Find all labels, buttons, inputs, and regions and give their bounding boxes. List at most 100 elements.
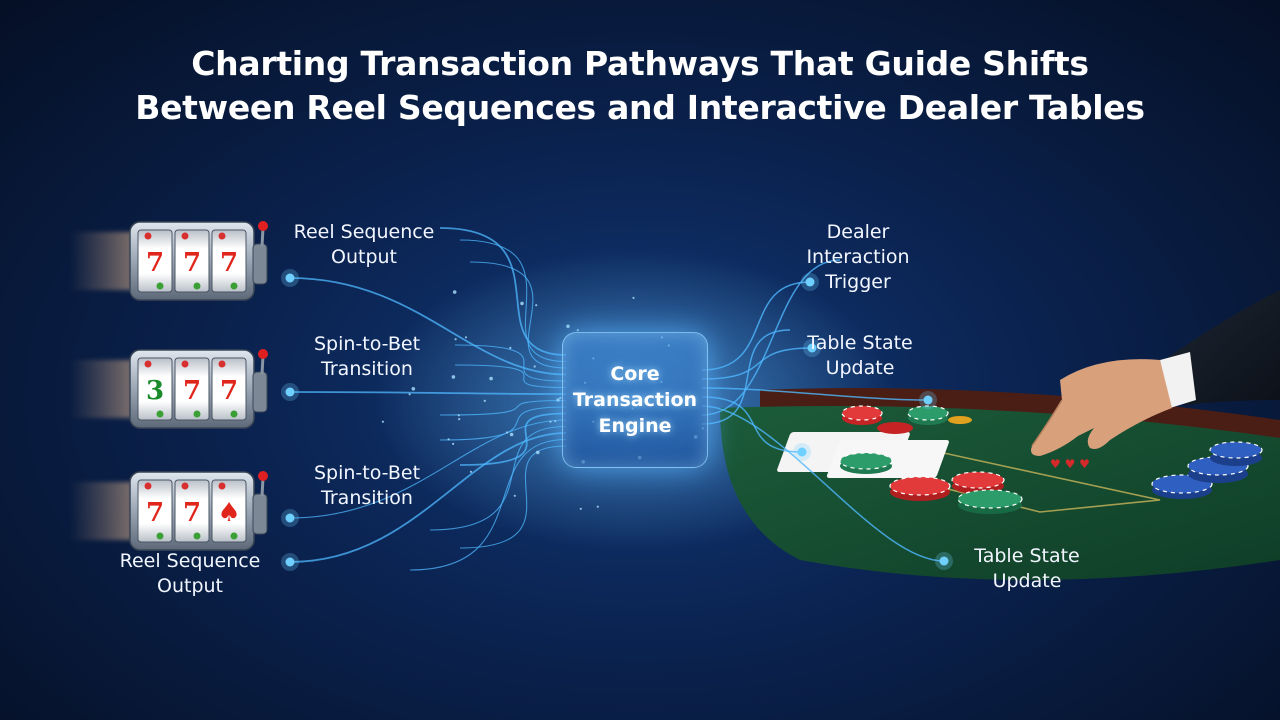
flow-line: [701, 405, 945, 562]
particle-dot: [536, 450, 540, 455]
input-label-line: Transition: [321, 487, 413, 509]
output-label-line: Dealer: [826, 221, 890, 243]
poker-chip-icon: [839, 405, 1263, 514]
particle-dot: [535, 304, 538, 307]
particle-dot: [576, 329, 579, 332]
flow-line: [459, 239, 567, 363]
flow-line: [701, 329, 791, 425]
particle-dot: [549, 420, 552, 423]
slot-reel-symbol: 7: [183, 376, 201, 406]
input-label-line: Spin-to-Bet: [313, 333, 421, 355]
dealer-hand-icon: [1031, 290, 1280, 456]
reel-fruit-bottom: [230, 410, 238, 418]
particle-dot: [566, 324, 570, 329]
slot-lever-knob: [258, 221, 268, 231]
flow-line: [701, 347, 813, 380]
flow-line: [454, 364, 567, 389]
slot-reel: [137, 357, 173, 421]
reel-fruit-top: [144, 232, 152, 240]
particle-dot: [451, 375, 456, 379]
slot-lever-base: [252, 243, 268, 285]
slot-lever-knob: [258, 471, 268, 481]
reel-fruit-bottom: [193, 282, 201, 290]
slot-lever-base: [252, 493, 268, 535]
particle-dot: [559, 396, 562, 400]
flow-line: [439, 227, 567, 356]
flow-line: [289, 391, 567, 395]
svg-text:♥ ♥ ♥: ♥ ♥ ♥: [1050, 457, 1090, 471]
reel-fruit-top: [218, 482, 226, 490]
engine-label-line-3: Engine: [598, 415, 672, 437]
slot-reel: [174, 229, 210, 293]
particle-dot: [452, 290, 457, 294]
flow-line: [439, 406, 567, 441]
flow-line: [289, 277, 567, 376]
particle-dot: [408, 393, 411, 396]
particle-dot: [483, 399, 486, 402]
particle-dot: [509, 432, 514, 437]
node-dot: [805, 277, 815, 287]
diagram-title: Charting Transaction Pathways That Guide…: [0, 42, 1280, 130]
reel-fruit-bottom: [156, 410, 164, 418]
reel-fruit-top: [218, 360, 226, 368]
node-dot: [285, 557, 295, 567]
slot-lever-arm: [260, 477, 265, 497]
flow-lines: [289, 227, 945, 571]
reel-fruit-bottom: [156, 282, 164, 290]
slot-reel: [211, 479, 247, 543]
particle-dot: [464, 336, 468, 339]
node-dot: [923, 395, 933, 405]
reel-fruit-top: [181, 482, 189, 490]
engine-label-line-1: Core: [610, 363, 660, 385]
motion-trail: [70, 232, 132, 290]
reel-fruit-top: [144, 360, 152, 368]
slot-reel: [137, 479, 173, 543]
particle-dot: [402, 497, 405, 500]
title-line-2: Between Reel Sequences and Interactive D…: [135, 88, 1145, 127]
particle-dot: [447, 438, 450, 441]
input-label-line: Spin-to-Bet: [313, 462, 421, 484]
flow-line: [701, 281, 811, 371]
input-label-line: Output: [331, 246, 397, 268]
reel-fruit-bottom: [156, 532, 164, 540]
input-label-line: Reel Sequence: [293, 221, 435, 243]
reel-fruit-top: [181, 232, 189, 240]
slot-reel-symbol: 7: [183, 498, 201, 528]
output-label-line: Trigger: [825, 271, 891, 293]
output-label-line: Table State: [974, 545, 1080, 567]
input-label-spin-to-bet-bottom: Spin-to-Bet Transition: [298, 461, 436, 511]
particle-dot: [554, 420, 557, 423]
particle-dot: [556, 398, 560, 402]
input-label-line: Transition: [321, 358, 413, 380]
dealer-table-illustration: ♥ ♥ ♥: [720, 290, 1280, 580]
core-transaction-engine: Core Transaction Engine: [562, 332, 708, 468]
flow-line: [701, 387, 929, 401]
flow-line: [454, 344, 567, 382]
motion-trail: [70, 360, 132, 418]
flow-line: [409, 438, 567, 571]
particle-dot: [632, 296, 635, 299]
particle-dot: [533, 365, 536, 368]
flow-line: [289, 432, 567, 563]
particle-dot: [596, 505, 599, 508]
output-label-table-state-bottom: Table State Update: [966, 544, 1088, 594]
particle-dot: [469, 470, 473, 473]
particle-dot: [509, 346, 512, 349]
reel-fruit-top: [181, 360, 189, 368]
particle-dot: [398, 343, 401, 347]
node-dot: [285, 387, 295, 397]
title-line-1: Charting Transaction Pathways That Guide…: [191, 44, 1089, 83]
slot-reel-symbol: 7: [146, 248, 164, 278]
node-dot: [797, 447, 807, 457]
slot-lever-arm: [260, 355, 265, 375]
reel-fruit-bottom: [193, 410, 201, 418]
particle-dot: [452, 442, 455, 445]
slot-reel-symbol: 7: [183, 248, 201, 278]
input-label-spin-to-bet-top: Spin-to-Bet Transition: [298, 332, 436, 382]
slot-reel: [211, 357, 247, 421]
node-dot: [285, 273, 295, 283]
